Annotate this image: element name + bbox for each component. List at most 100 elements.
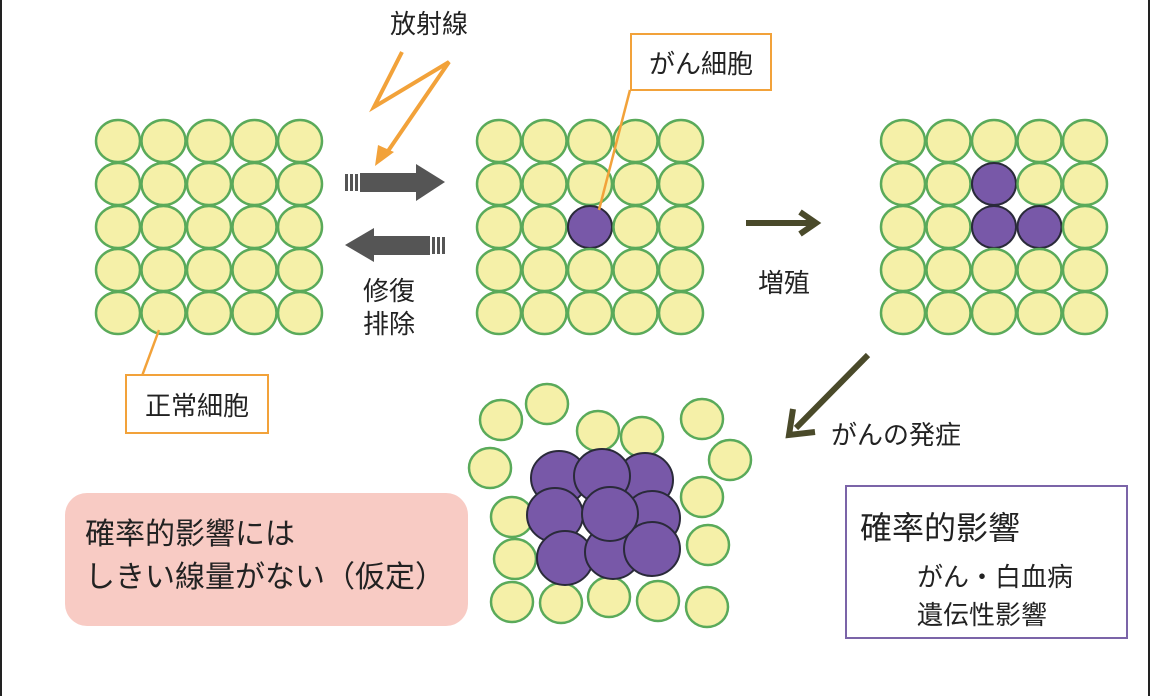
normal-cell bbox=[566, 247, 614, 293]
cancer-onset-label: がんの発症 bbox=[831, 421, 962, 451]
normal-cell bbox=[185, 161, 233, 207]
normal-cell bbox=[925, 290, 972, 336]
normal-cell bbox=[879, 161, 927, 207]
cancer-cell bbox=[581, 486, 639, 542]
normal-cell bbox=[1061, 247, 1109, 293]
repair-arrow bbox=[345, 228, 445, 262]
normal-cell bbox=[1061, 204, 1109, 250]
normal-cell bbox=[489, 580, 535, 624]
cancer-cell-leader-line bbox=[597, 89, 632, 211]
normal-cell bbox=[467, 446, 513, 490]
radiation-label: 放射線 bbox=[390, 10, 469, 40]
normal-cell bbox=[925, 247, 972, 293]
normal-cell bbox=[657, 204, 705, 250]
normal-cell bbox=[566, 118, 614, 164]
normal-cell bbox=[575, 409, 621, 453]
stochastic-effects-box: 確率的影響 がん・白血病 遺伝性影響 bbox=[845, 485, 1128, 639]
cancer-cell bbox=[536, 530, 594, 586]
normal-cell bbox=[521, 204, 568, 250]
normal-cell bbox=[478, 398, 524, 442]
cancer-cell bbox=[567, 205, 613, 249]
normal-cell bbox=[140, 290, 187, 336]
normal-cell bbox=[879, 290, 927, 336]
normal-cell bbox=[185, 118, 233, 164]
cancer-cell bbox=[971, 162, 1017, 206]
normal-cell bbox=[94, 161, 142, 207]
normal-cell bbox=[276, 290, 324, 336]
normal-cell bbox=[879, 118, 927, 164]
cancer-cell bbox=[1016, 205, 1063, 249]
normal-cell bbox=[94, 290, 142, 336]
normal-cell bbox=[679, 397, 725, 441]
normal-cell bbox=[94, 118, 142, 164]
normal-cell bbox=[475, 161, 523, 207]
normal-cell bbox=[684, 585, 730, 629]
normal-cell bbox=[185, 247, 233, 293]
normal-cell bbox=[707, 438, 753, 482]
normal-cell bbox=[685, 523, 731, 567]
normal-cell bbox=[970, 290, 1018, 336]
repair-label: 修復 bbox=[363, 277, 416, 307]
normal-cell bbox=[612, 161, 659, 207]
normal-cell bbox=[657, 161, 705, 207]
no-threshold-line-2: しきい線量がない（仮定） bbox=[85, 560, 445, 595]
normal-cell bbox=[185, 290, 233, 336]
normal-cell bbox=[657, 118, 705, 164]
normal-cell bbox=[94, 204, 142, 250]
cancer-onset-cluster bbox=[467, 382, 753, 629]
normal-cell bbox=[612, 204, 659, 250]
normal-cell bbox=[679, 475, 725, 519]
mutation-arrow bbox=[345, 164, 445, 201]
normal-cell bbox=[1016, 247, 1063, 293]
stochastic-item-cancer-leukemia: がん・白血病 bbox=[917, 563, 1074, 593]
cancer-cell bbox=[971, 205, 1017, 249]
normal-cell bbox=[475, 247, 523, 293]
normal-cell bbox=[521, 290, 568, 336]
normal-cell bbox=[1061, 290, 1109, 336]
normal-cell bbox=[925, 204, 972, 250]
normal-cell bbox=[1016, 290, 1063, 336]
normal-cell bbox=[140, 204, 187, 250]
normal-cell bbox=[586, 575, 632, 619]
normal-cell bbox=[94, 247, 142, 293]
cancer-cell bbox=[623, 521, 681, 577]
normal-cell bbox=[231, 204, 278, 250]
normal-cell bbox=[276, 247, 324, 293]
normal-cell bbox=[1016, 161, 1063, 207]
normal-cell bbox=[566, 290, 614, 336]
single-cancer-cell-grid bbox=[475, 118, 705, 336]
normal-cell bbox=[231, 161, 278, 207]
normal-cell bbox=[276, 161, 324, 207]
proliferation-arrow bbox=[746, 209, 822, 237]
normal-cell bbox=[657, 247, 705, 293]
normal-cell bbox=[521, 247, 568, 293]
normal-cell bbox=[231, 118, 278, 164]
normal-cell bbox=[925, 118, 972, 164]
normal-cell bbox=[475, 204, 523, 250]
stochastic-effects-title: 確率的影響 bbox=[860, 509, 1021, 547]
normal-cell bbox=[970, 118, 1018, 164]
normal-cell bbox=[231, 247, 278, 293]
stochastic-item-hereditary: 遺伝性影響 bbox=[917, 601, 1048, 631]
normal-cell-leader-line bbox=[140, 329, 161, 377]
exclusion-label: 排除 bbox=[363, 310, 416, 340]
proliferation-label: 増殖 bbox=[758, 269, 811, 299]
normal-cell bbox=[1061, 118, 1109, 164]
normal-cell bbox=[231, 290, 278, 336]
normal-cell bbox=[612, 247, 659, 293]
normal-cell bbox=[521, 161, 568, 207]
cancer-cell-callout: がん細胞 bbox=[630, 33, 772, 91]
normal-cell bbox=[925, 161, 972, 207]
normal-cell bbox=[612, 290, 659, 336]
radiation-bolt bbox=[369, 51, 451, 166]
normal-cell bbox=[970, 247, 1018, 293]
normal-cell-callout: 正常細胞 bbox=[125, 374, 269, 434]
normal-cell bbox=[276, 118, 324, 164]
normal-cell bbox=[521, 118, 568, 164]
normal-cell bbox=[475, 290, 523, 336]
normal-cell bbox=[185, 204, 233, 250]
normal-cell-grid bbox=[94, 118, 324, 336]
normal-cell bbox=[657, 290, 705, 336]
